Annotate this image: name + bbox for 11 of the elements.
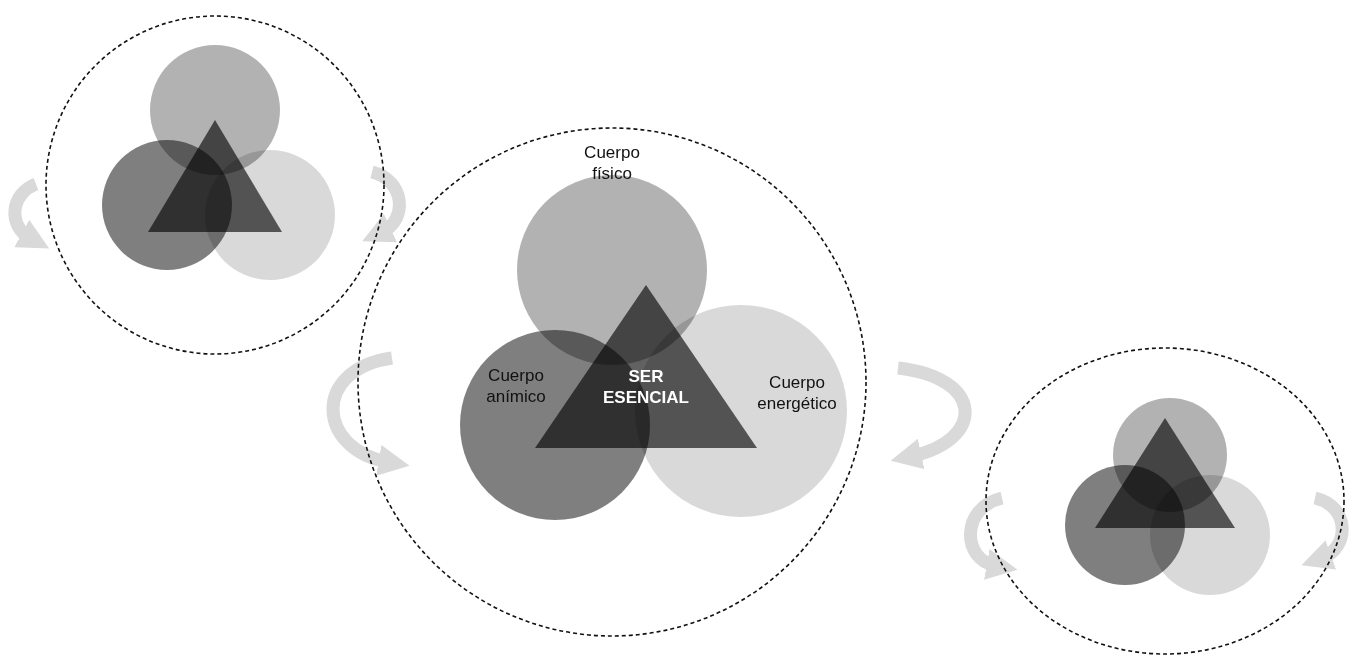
circle (1150, 475, 1270, 595)
dashed-circle (45, 15, 385, 355)
node-label: SER ESENCIAL (602, 366, 690, 408)
node-label: Cuerpo físico (583, 142, 641, 184)
triangle (148, 120, 282, 232)
node-label: Cuerpo energético (756, 372, 838, 414)
node-label: Cuerpo anímico (485, 365, 547, 407)
circle (205, 150, 335, 280)
dashed-circle (985, 347, 1345, 655)
dashed-circle (357, 127, 867, 637)
triangle (1095, 418, 1235, 528)
